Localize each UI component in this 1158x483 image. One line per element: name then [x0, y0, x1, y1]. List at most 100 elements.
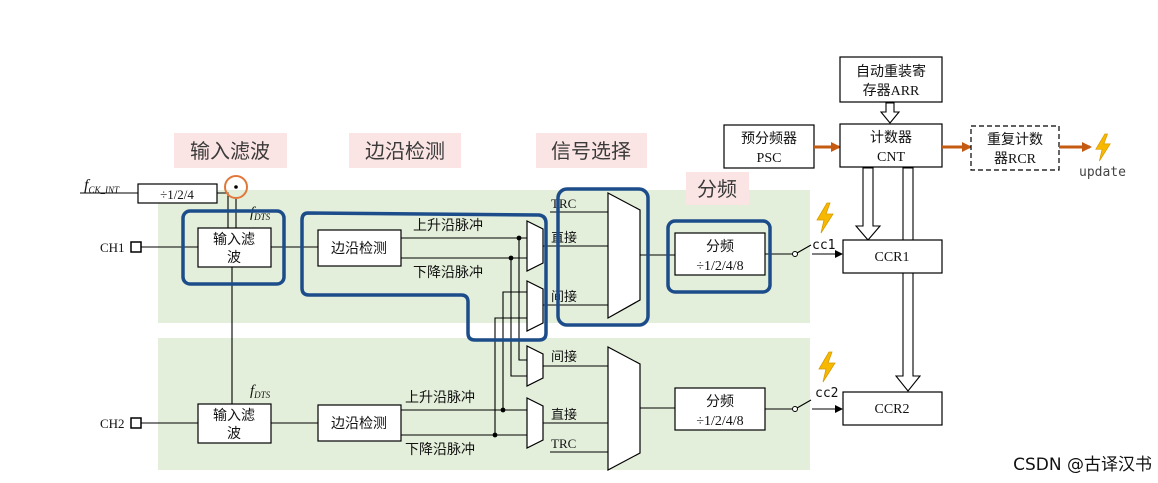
ccr1-box: [842, 239, 943, 274]
ch2-pin: [130, 417, 142, 429]
ch2-label: CH2: [100, 416, 125, 431]
ch1-direct-mux: [526, 220, 544, 272]
stage-label-select-bg: [536, 133, 647, 168]
circle-highlight-icon: [224, 175, 248, 199]
ccr2-block: CCR2: [842, 391, 943, 426]
ch2-trc-label: TRC: [551, 436, 576, 451]
ch1-rising-label: 上升沿脉冲: [413, 218, 483, 234]
ch1-indirect-label: 间接: [551, 289, 577, 304]
fdts-symbol-ch2: f: [250, 383, 256, 399]
junction-dot: [500, 407, 506, 413]
ch1-filter-line1: 输入滤: [213, 232, 255, 248]
clock-prescaler-label: ÷1/2/4: [160, 187, 194, 202]
psc-box: [723, 124, 815, 169]
stage-label-edge-bg: [349, 133, 461, 168]
cnt-label-line2: CNT: [877, 150, 905, 165]
ccr2-label: CCR2: [874, 402, 909, 417]
ch2-indirect-mux: [526, 345, 544, 387]
ch1-trc-label: TRC: [551, 196, 576, 211]
ch1-filter-line2: 波: [227, 250, 241, 266]
channel-1: CH1 输入滤 波 边沿检测 上升沿脉冲 下降沿脉冲 TRC 直接 间接 分频 …: [100, 192, 843, 332]
arr-block: 自动重装寄 存器ARR: [839, 56, 943, 103]
cnt-box: [839, 123, 943, 168]
ch1-lightning-icon: [816, 202, 834, 234]
junction-dot: [508, 255, 514, 261]
fdts-symbol-ch1: f: [250, 205, 256, 221]
fdts-subscript-ch1: DTS: [253, 212, 271, 222]
ch2-rising-to-ch1-indirect: [502, 291, 527, 410]
stage-label-select: 信号选择: [536, 133, 647, 168]
rcr-block: 重复计数 器RCR: [970, 125, 1060, 171]
ch2-filter-line1: 输入滤: [213, 408, 255, 424]
ch1-direct-label: 直接: [551, 230, 577, 245]
clock-symbol: f: [84, 177, 91, 194]
ch1-rising-to-ch2-indirect: [518, 238, 527, 361]
rcr-label-line2: 器RCR: [994, 152, 1037, 167]
dts-line-a: [217, 192, 229, 228]
rcr-box: [970, 125, 1060, 171]
ch2-falling-to-ch1-indirect: [494, 317, 527, 435]
clock-ck-int-subscript: CK_INT: [88, 185, 120, 195]
update-lightning-icon: [1095, 133, 1111, 162]
arr-label-line1: 自动重装寄: [856, 63, 926, 80]
ch2-switch-pivot: [792, 406, 798, 412]
clock-dot: [234, 185, 238, 189]
cnt-label-line1: 计数器: [870, 130, 912, 146]
ch2-indirect-label: 间接: [551, 349, 577, 364]
psc-label-line2: PSC: [757, 151, 782, 166]
ch1-switch-arm: [796, 244, 812, 254]
ch2-falling-label: 下降沿脉冲: [405, 442, 475, 458]
ch2-cc-label: cc2: [815, 386, 838, 401]
highlight-outlines: [181, 187, 772, 342]
ch1-pin: [130, 241, 142, 253]
ch1-indirect-mux: [526, 280, 544, 332]
stage-label-edge-text: 边沿检测: [365, 139, 445, 163]
watermark: CSDN @古译汉书: [1013, 455, 1152, 475]
arr-to-cnt-arrow: [879, 102, 901, 124]
cnt-block: 计数器 CNT: [839, 123, 943, 168]
junction-dot: [516, 235, 522, 241]
ch1-edge-label: 边沿检测: [331, 241, 387, 257]
psc-block: 预分频器 PSC: [723, 124, 815, 169]
ch1-divider-box: [674, 232, 766, 276]
ch1-falling-to-ch2-indirect: [510, 258, 527, 377]
filter-highlight-outline: [181, 209, 286, 286]
stage-label-filter-bg: [174, 133, 287, 168]
fdts-label-ch2: fDTS: [250, 383, 271, 400]
arr-label-line2: 存器ARR: [863, 83, 920, 99]
ch1-falling-label: 下降沿脉冲: [413, 265, 483, 281]
ch2-select-mux: [607, 346, 641, 471]
ch2-lightning-icon: [818, 351, 836, 383]
ch2-divider-title: 分频: [706, 394, 734, 410]
channel-2: CH2 输入滤 波 边沿检测 上升沿脉冲 下降沿脉冲 间接 直接 TRC 分频 …: [100, 345, 843, 471]
stage-label-divide: 分频: [686, 172, 749, 205]
ch1-label: CH1: [100, 240, 125, 255]
divide-highlight-outline: [666, 219, 772, 294]
rcr-label-line1: 重复计数: [987, 131, 1043, 148]
ch1-switch-pivot: [792, 251, 798, 257]
stage-label-select-text: 信号选择: [551, 139, 631, 163]
ch2-filter-line2: 波: [227, 426, 241, 442]
arr-box: [839, 56, 943, 103]
edge-highlight-outline: [300, 211, 548, 342]
ch1-divider-title: 分频: [706, 239, 734, 255]
junction-dot: [492, 432, 498, 438]
cnt-to-ccr2-arrow: [894, 167, 922, 392]
ch2-direct-label: 直接: [551, 407, 577, 422]
ch1-cc-label: cc1: [812, 238, 835, 253]
update-label: update: [1079, 165, 1126, 180]
ccr1-block: CCR1: [842, 239, 943, 274]
select-highlight-outline: [556, 187, 650, 327]
ccr1-label: CCR1: [874, 250, 909, 265]
ch1-divider-ratio: ÷1/2/4/8: [696, 259, 743, 274]
ccr2-box: [842, 391, 943, 426]
psc-label-line1: 预分频器: [741, 131, 797, 147]
cross-channel-wiring: [492, 235, 527, 438]
stage-label-filter-text: 输入滤波: [190, 139, 270, 163]
ch2-rising-label: 上升沿脉冲: [405, 390, 475, 406]
ch2-filter-box: [197, 403, 272, 444]
ch1-select-mux: [607, 192, 641, 320]
stage-label-divide-bg: [686, 172, 749, 205]
fdts-label-ch1: fDTS: [250, 205, 271, 222]
